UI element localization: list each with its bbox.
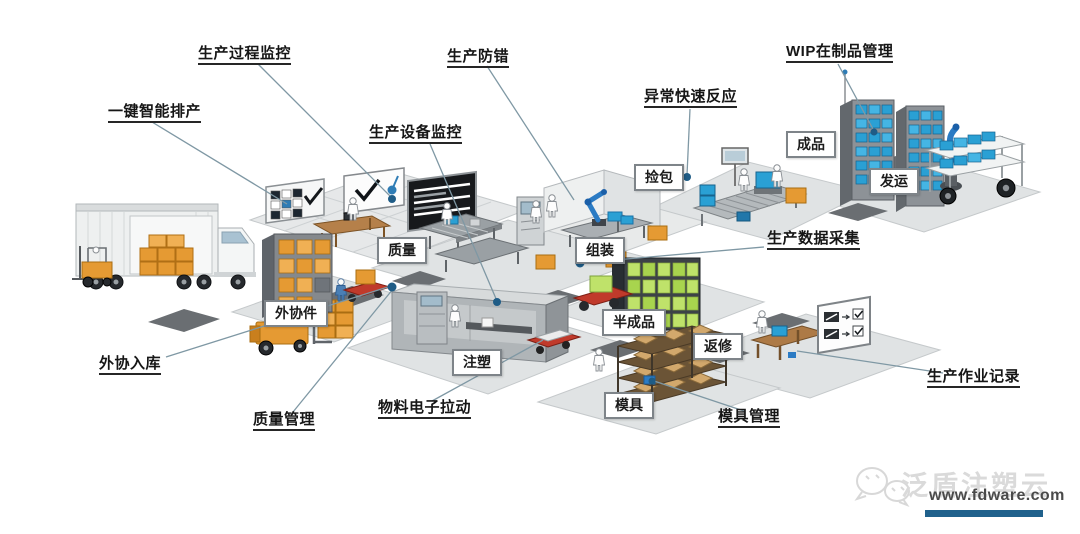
chat-bubble-icon: [854, 467, 910, 508]
brand-bar: [925, 510, 1043, 517]
area-label-injection: 注塑: [452, 349, 502, 376]
rework-station-icon: [750, 310, 828, 360]
area-label-semi-finished: 半成品: [602, 309, 666, 336]
packing-line-icon: [692, 147, 808, 226]
area-label-rework: 返修: [693, 333, 743, 360]
label-outsourced-inbound: 外协入库: [99, 356, 162, 375]
label-equipment-monitor: 生产设备监控: [369, 125, 463, 144]
area-label-quality: 质量: [377, 237, 427, 264]
robot-arm-icon: [584, 189, 607, 226]
area-label-finished-goods: 成品: [786, 131, 836, 158]
shipping-cart-icon: [924, 131, 1026, 205]
area-label-picking: 捡包: [634, 164, 684, 191]
label-process-monitor: 生产过程监控: [198, 46, 292, 65]
label-data-collection: 生产数据采集: [767, 231, 861, 250]
label-wip-management: WIP在制品管理: [786, 44, 894, 63]
agv-green-box-icon: [572, 275, 634, 311]
label-smart-scheduling: 一键智能排产: [108, 104, 202, 123]
label-operation-records: 生产作业记录: [927, 369, 1021, 388]
area-label-assembly: 组装: [575, 237, 625, 264]
checklist-board-icon: [817, 295, 871, 355]
area-label-outsourced-parts: 外协件: [264, 300, 328, 327]
brand-website: www.fdware.com: [929, 487, 1065, 504]
area-label-mold: 模具: [604, 392, 654, 419]
forklift-icon: [72, 246, 113, 288]
process-check-board-icon: [343, 167, 405, 214]
label-error-proofing: 生产防错: [447, 49, 510, 68]
label-material-pull: 物料电子拉动: [378, 400, 472, 419]
material-cart-icon: [526, 329, 582, 354]
pallet-boxes: [139, 234, 194, 276]
brand-watermark: 泛盾注塑云: [901, 471, 1051, 501]
agv-orange-box-icon: [342, 269, 392, 302]
area-label-shipping: 发运: [869, 168, 919, 195]
outsourced-rack-icon: [262, 233, 347, 318]
label-abnormal-response: 异常快速反应: [644, 89, 738, 108]
label-quality-management: 质量管理: [253, 412, 316, 431]
scheduling-board-icon: [265, 178, 325, 224]
label-mold-management: 模具管理: [718, 409, 781, 428]
